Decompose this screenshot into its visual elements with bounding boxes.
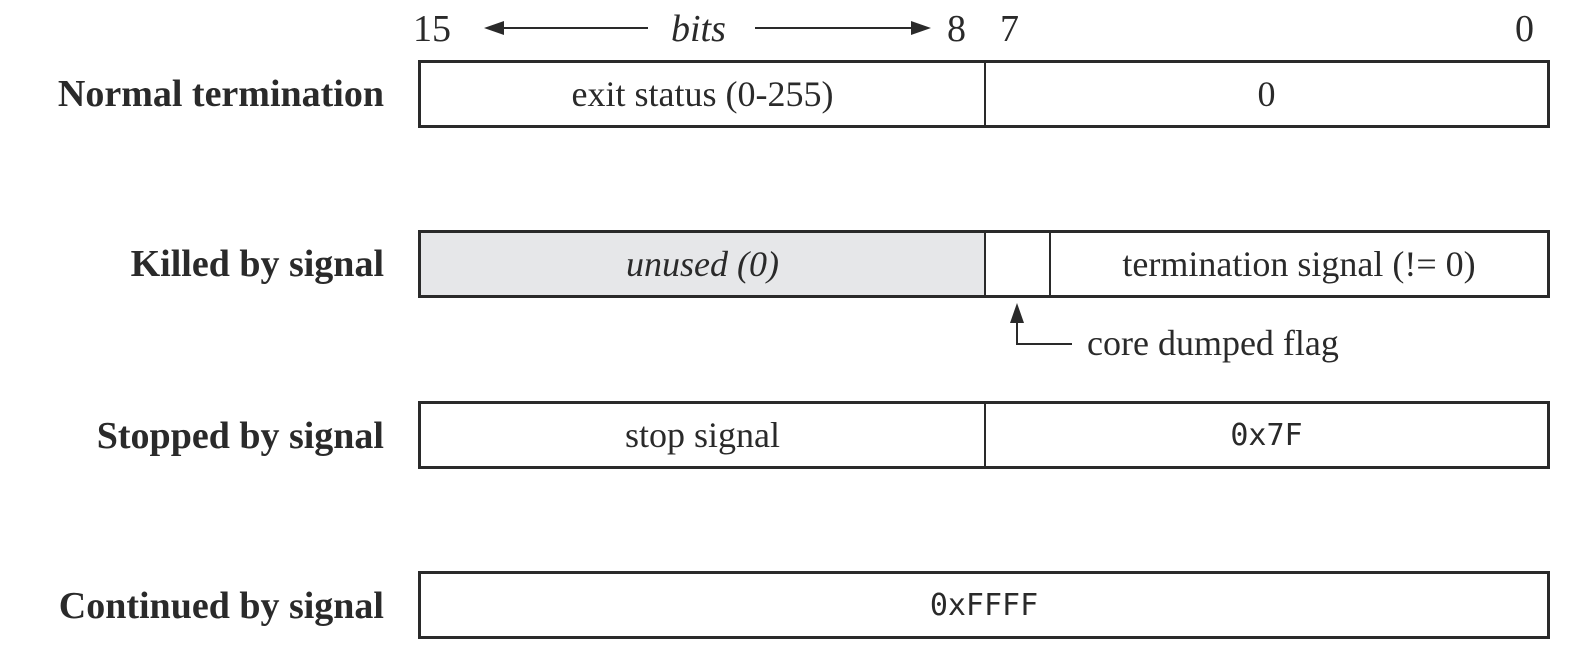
core-flag-arrow-leader bbox=[1016, 343, 1072, 345]
right-arrow-icon bbox=[911, 21, 931, 35]
bits-label: bits bbox=[671, 8, 726, 50]
bit-7-label: 7 bbox=[1000, 8, 1019, 50]
stopped-by-signal-box: stop signal 0x7F bbox=[418, 401, 1550, 469]
bit-8-label: 8 bbox=[947, 8, 966, 50]
bit-15-label: 15 bbox=[413, 8, 451, 50]
exit-status-field: exit status (0-255) bbox=[421, 63, 986, 125]
normal-low-byte-field: 0 bbox=[1257, 74, 1276, 114]
normal-termination-box: exit status (0-255) 0 bbox=[418, 60, 1550, 128]
core-dumped-flag-annotation: core dumped flag bbox=[1087, 323, 1339, 363]
bit-0-label: 0 bbox=[1515, 8, 1534, 50]
stopped-low-byte-field: 0x7F bbox=[1230, 417, 1303, 453]
continued-by-signal-box: 0xFFFF bbox=[418, 571, 1550, 639]
unused-field: unused (0) bbox=[421, 233, 986, 295]
killed-by-signal-box: unused (0) termination signal (!= 0) bbox=[418, 230, 1550, 298]
killed-by-signal-label: Killed by signal bbox=[130, 243, 384, 285]
core-flag-arrow-shaft bbox=[1016, 318, 1018, 344]
left-arrow-icon bbox=[484, 21, 504, 35]
right-arrow-line bbox=[755, 27, 915, 29]
stopped-by-signal-label: Stopped by signal bbox=[96, 415, 384, 457]
left-arrow-line bbox=[500, 27, 648, 29]
up-arrow-icon bbox=[1010, 303, 1024, 323]
continued-status-field: 0xFFFF bbox=[929, 587, 1039, 623]
termination-signal-field: termination signal (!= 0) bbox=[1122, 244, 1476, 284]
continued-by-signal-label: Continued by signal bbox=[58, 585, 384, 627]
normal-termination-label: Normal termination bbox=[57, 73, 384, 115]
stop-signal-field: stop signal bbox=[421, 404, 986, 466]
core-dumped-flag-bit bbox=[986, 233, 1051, 295]
